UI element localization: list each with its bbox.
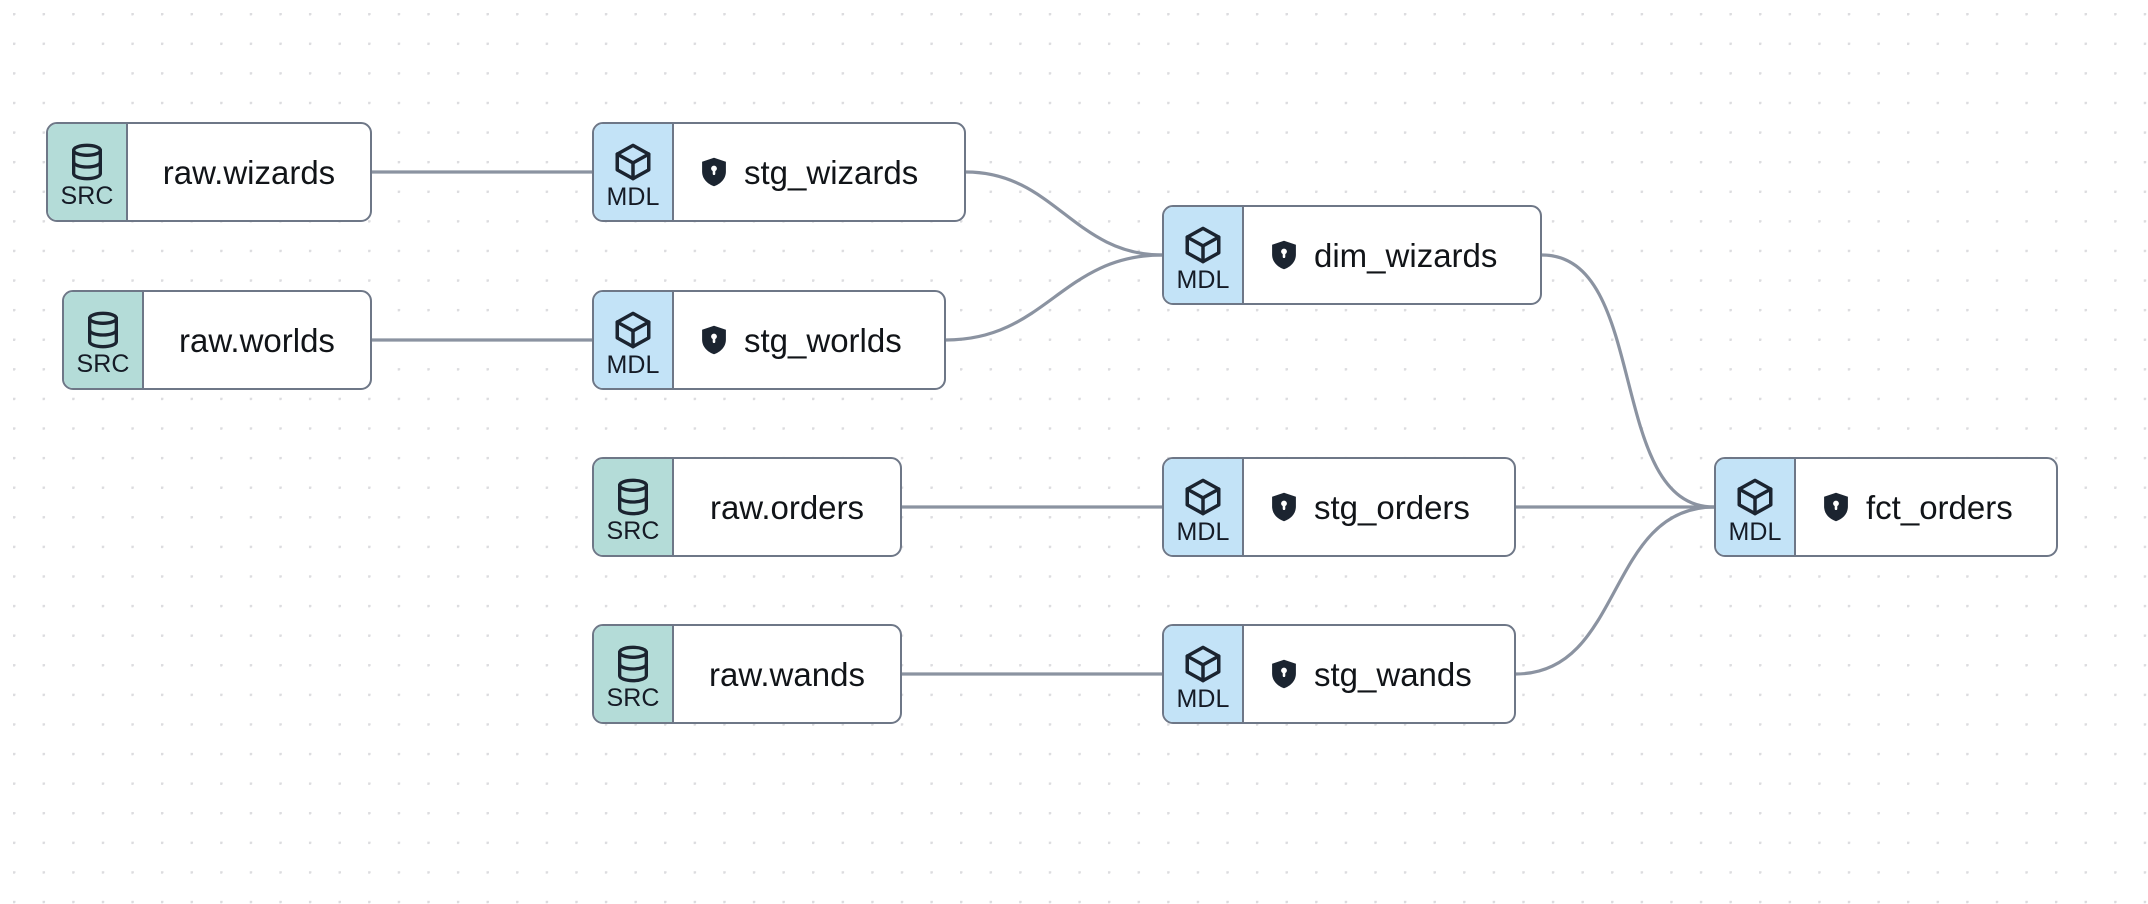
edge-stg_worlds-dim_wizards bbox=[944, 253, 1164, 342]
node-label: stg_wands bbox=[1314, 655, 1472, 693]
node-badge-label: SRC bbox=[76, 350, 130, 378]
database-icon bbox=[613, 476, 653, 518]
node-stg-wands[interactable]: MDL stg_wands bbox=[1162, 624, 1516, 724]
cube-icon bbox=[1182, 475, 1224, 519]
shield-lock-icon bbox=[1270, 239, 1298, 271]
shield-lock-icon bbox=[700, 324, 728, 356]
node-fct-orders[interactable]: MDL fct_orders bbox=[1714, 457, 2058, 557]
edge-stg_wizards-dim_wizards bbox=[964, 170, 1164, 257]
node-badge-src: SRC bbox=[48, 124, 128, 220]
node-badge-label: MDL bbox=[1176, 266, 1230, 294]
database-icon bbox=[613, 643, 653, 685]
node-badge-mdl: MDL bbox=[1164, 207, 1244, 303]
database-icon bbox=[83, 309, 123, 351]
node-badge-mdl: MDL bbox=[594, 292, 674, 388]
node-label: dim_wizards bbox=[1314, 236, 1498, 274]
node-badge-label: MDL bbox=[1176, 518, 1230, 546]
shield-lock-icon bbox=[1270, 658, 1298, 690]
node-body: raw.wands bbox=[674, 626, 900, 722]
node-badge-label: MDL bbox=[606, 351, 660, 379]
node-badge-label: MDL bbox=[606, 183, 660, 211]
node-body: fct_orders bbox=[1796, 459, 2056, 555]
node-badge-mdl: MDL bbox=[594, 124, 674, 220]
node-label: raw.orders bbox=[709, 488, 865, 526]
node-raw-orders[interactable]: SRC raw.orders bbox=[592, 457, 902, 557]
node-label: stg_orders bbox=[1314, 488, 1470, 526]
node-badge-label: SRC bbox=[606, 517, 660, 545]
node-label: stg_wizards bbox=[744, 153, 919, 191]
edge-dim_wizards-fct_orders bbox=[1540, 253, 1716, 509]
shield-lock-icon bbox=[1270, 491, 1298, 523]
node-dim-wizards[interactable]: MDL dim_wizards bbox=[1162, 205, 1542, 305]
shield-lock-icon bbox=[1822, 491, 1850, 523]
node-raw-worlds[interactable]: SRC raw.worlds bbox=[62, 290, 372, 390]
cube-icon bbox=[1734, 475, 1776, 519]
node-body: stg_orders bbox=[1244, 459, 1514, 555]
node-label: fct_orders bbox=[1866, 488, 2013, 526]
node-stg-wizards[interactable]: MDL stg_wizards bbox=[592, 122, 966, 222]
node-label: raw.wands bbox=[709, 655, 865, 693]
node-body: stg_wizards bbox=[674, 124, 964, 220]
node-badge-mdl: MDL bbox=[1716, 459, 1796, 555]
cube-icon bbox=[1182, 223, 1224, 267]
node-badge-src: SRC bbox=[594, 459, 674, 555]
cube-icon bbox=[1182, 642, 1224, 686]
node-badge-mdl: MDL bbox=[1164, 459, 1244, 555]
node-badge-src: SRC bbox=[64, 292, 144, 388]
node-raw-wands[interactable]: SRC raw.wands bbox=[592, 624, 902, 724]
cube-icon bbox=[612, 308, 654, 352]
node-badge-mdl: MDL bbox=[1164, 626, 1244, 722]
node-badge-label: SRC bbox=[606, 684, 660, 712]
node-body: raw.wizards bbox=[128, 124, 370, 220]
node-label: raw.worlds bbox=[179, 321, 335, 359]
node-body: raw.orders bbox=[674, 459, 900, 555]
edge-stg_wands-fct_orders bbox=[1514, 505, 1716, 676]
node-body: stg_wands bbox=[1244, 626, 1514, 722]
database-icon bbox=[67, 141, 107, 183]
node-badge-label: MDL bbox=[1728, 518, 1782, 546]
node-raw-wizards[interactable]: SRC raw.wizards bbox=[46, 122, 372, 222]
node-stg-orders[interactable]: MDL stg_orders bbox=[1162, 457, 1516, 557]
node-body: dim_wizards bbox=[1244, 207, 1540, 303]
cube-icon bbox=[612, 140, 654, 184]
node-badge-label: SRC bbox=[60, 182, 114, 210]
node-badge-src: SRC bbox=[594, 626, 674, 722]
node-badge-label: MDL bbox=[1176, 685, 1230, 713]
node-body: raw.worlds bbox=[144, 292, 370, 388]
shield-lock-icon bbox=[700, 156, 728, 188]
node-stg-worlds[interactable]: MDL stg_worlds bbox=[592, 290, 946, 390]
node-body: stg_worlds bbox=[674, 292, 944, 388]
node-label: stg_worlds bbox=[744, 321, 902, 359]
node-label: raw.wizards bbox=[162, 153, 336, 191]
